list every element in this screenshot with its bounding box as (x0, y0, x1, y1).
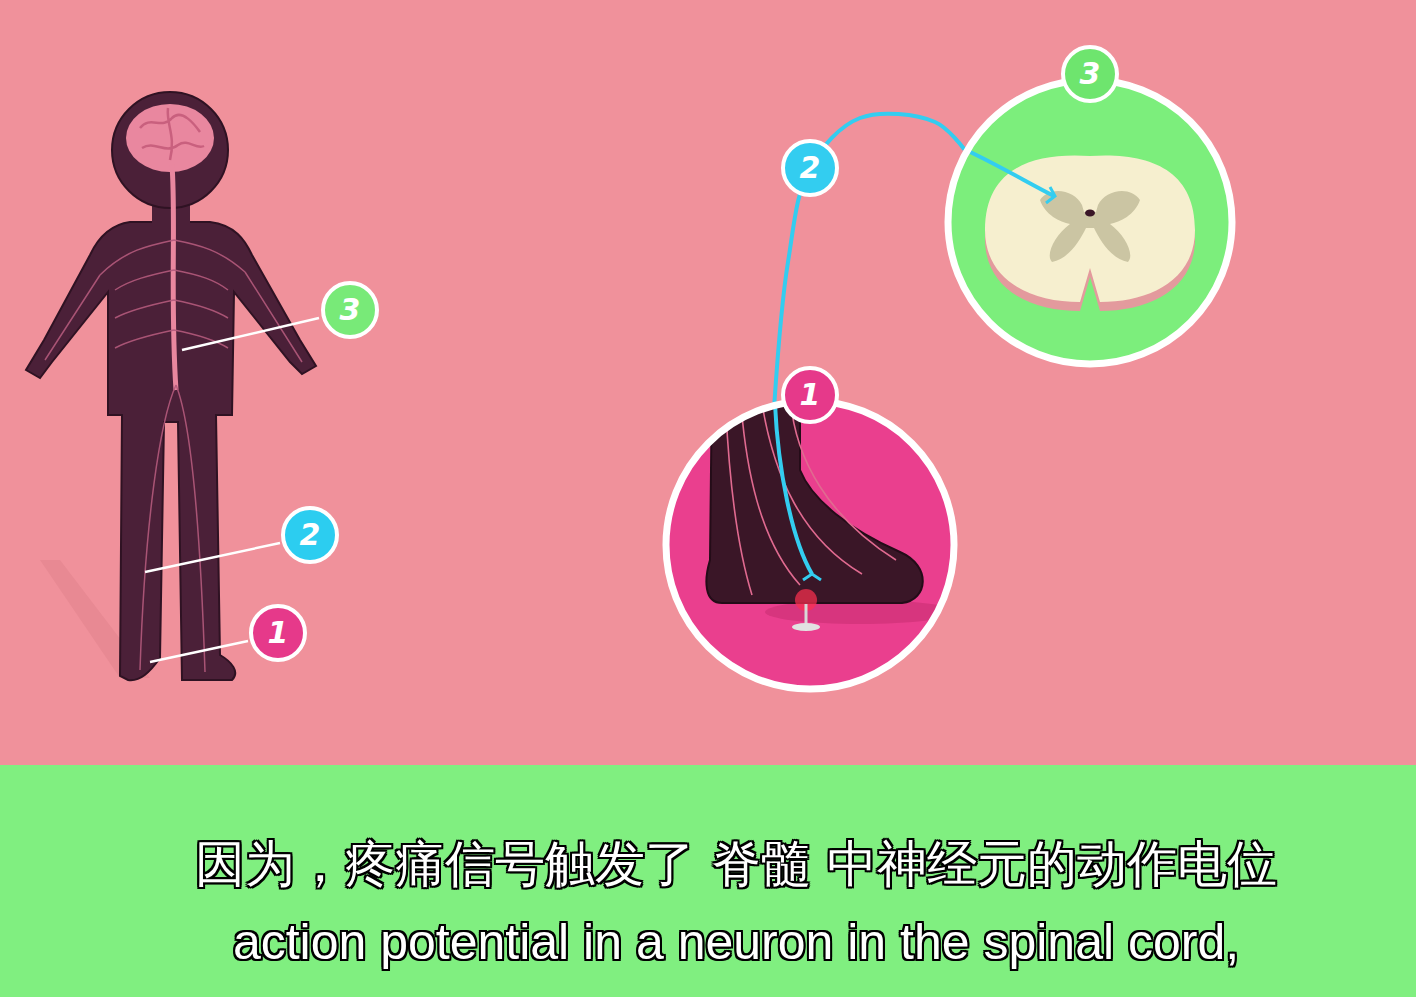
callout-number: 3 (1061, 45, 1119, 103)
foot-circle: 1 (662, 397, 958, 693)
cord-grey-matter (1040, 191, 1140, 262)
circle-fill (948, 80, 1232, 364)
foot-nerve (740, 390, 800, 585)
circle-border (666, 401, 954, 689)
signal-connector (774, 114, 964, 403)
callout-number: 2 (781, 139, 839, 197)
signal-path (966, 150, 1054, 196)
circle-outline (944, 76, 1236, 368)
nerve (140, 385, 205, 672)
circle-illustration (966, 150, 1195, 311)
nerve (115, 270, 228, 290)
subtitle-text: action potential in a neuron in the spin… (56, 916, 1416, 969)
signal-path (775, 404, 812, 574)
connector-label-wrapper: 2 (781, 139, 839, 197)
human-figure (26, 92, 316, 680)
leader-lines (145, 318, 319, 662)
callout-wrapper: 3 (321, 281, 379, 339)
nerve (115, 330, 228, 348)
head (112, 92, 228, 208)
background (0, 0, 1416, 765)
spinal-cord (172, 165, 176, 390)
nerve (45, 272, 302, 362)
nerve (115, 300, 228, 318)
subtitle-line: action potential in a neuron in the spin… (0, 916, 1416, 969)
callout-number: 2 (281, 506, 339, 564)
spinal-cord-circle: 3 (944, 76, 1236, 368)
callout-number: 1 (249, 604, 307, 662)
leader-line (182, 318, 319, 350)
nerve-ending (1046, 187, 1055, 203)
brain (126, 104, 214, 172)
callout-wrapper: 1 (249, 604, 307, 662)
callout-number: 1 (781, 366, 839, 424)
subtitle-line: 因为，疼痛信号触发了 脊髓 中神经元的动作电位 (0, 838, 1416, 891)
subtitle-band (0, 765, 1416, 997)
pin-stem (805, 604, 808, 625)
callout-wrapper: 2 (281, 506, 339, 564)
leader-line (150, 641, 248, 662)
nerve-ending (803, 574, 821, 580)
central-canal (1085, 210, 1095, 217)
callout-number: 3 (321, 281, 379, 339)
circle-outline (662, 397, 958, 693)
leader-line (145, 543, 280, 572)
brain-folds (140, 108, 204, 160)
circle-border (948, 80, 1232, 364)
subtitle-text: 因为，疼痛信号触发了 脊髓 中神经元的动作电位 (56, 838, 1416, 891)
pin-head (792, 623, 820, 631)
